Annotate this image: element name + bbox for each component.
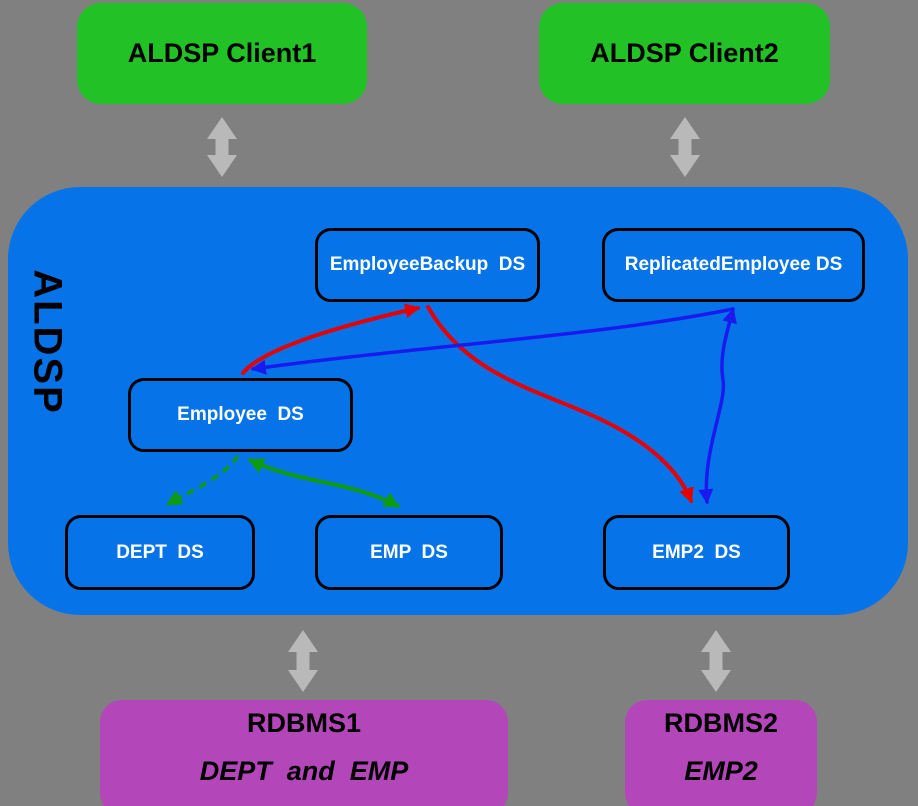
replicated-employee-ds-node: ReplicatedEmployee DS — [602, 228, 865, 302]
rdbms2-sync-arrow — [701, 630, 731, 692]
dept-ds-label: DEPT DS — [116, 541, 204, 563]
aldsp-client2-node: ALDSP Client2 — [539, 3, 830, 104]
rdbms2-tables-label: EMP2 — [684, 756, 758, 786]
emp-ds-node: EMP DS — [315, 515, 503, 590]
dept-ds-node: DEPT DS — [65, 515, 255, 590]
aldsp-client2-label: ALDSP Client2 — [590, 38, 779, 68]
emp-ds-label: EMP DS — [370, 541, 448, 563]
emp2-ds-node: EMP2 DS — [603, 515, 790, 590]
client2-sync-arrow — [670, 117, 700, 177]
rdbms1-sync-arrow — [288, 630, 318, 692]
replicated-employee-ds-label: ReplicatedEmployee DS — [624, 254, 843, 275]
rdbms2-label: RDBMS2 — [663, 708, 778, 738]
client1-sync-arrow — [207, 117, 237, 177]
aldsp-platform-label: ALDSP — [25, 269, 70, 415]
rdbms1-label: RDBMS1 — [246, 708, 361, 738]
employee-ds-node: Employee DS — [128, 378, 353, 452]
employee-backup-ds-label: EmployeeBackup DS — [329, 254, 526, 275]
rdbms1-tables-label: DEPT and EMP — [199, 756, 409, 786]
aldsp-client1-node: ALDSP Client1 — [77, 3, 367, 104]
rdbms1-node: RDBMS1 DEPT and EMP — [100, 700, 508, 806]
aldsp-client1-label: ALDSP Client1 — [127, 38, 317, 68]
employee-ds-label: Employee DS — [177, 404, 304, 425]
employee-backup-ds-node: EmployeeBackup DS — [315, 228, 540, 302]
rdbms2-node: RDBMS2 EMP2 — [625, 700, 817, 806]
emp2-ds-label: EMP2 DS — [652, 541, 741, 563]
